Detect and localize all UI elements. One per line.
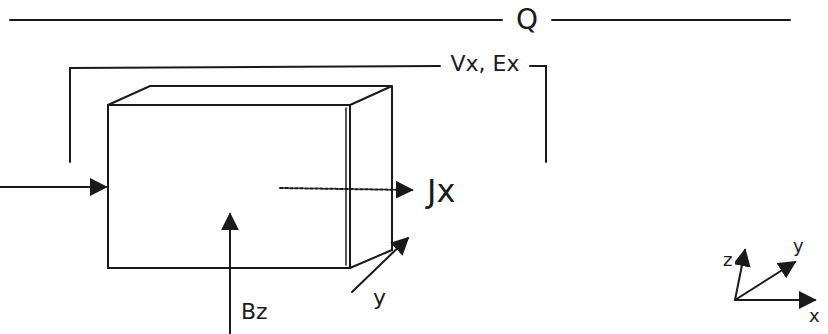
current-in-arrow bbox=[0, 186, 106, 188]
axis-label: y bbox=[790, 236, 807, 256]
charge-label: Q bbox=[513, 5, 541, 36]
axis-label: x bbox=[806, 306, 823, 326]
slab-top bbox=[108, 86, 392, 105]
field-label: Bz bbox=[238, 300, 271, 324]
top-line bbox=[552, 19, 790, 21]
current-out-arrow bbox=[280, 188, 412, 190]
current-density-label: Jx bbox=[424, 174, 458, 209]
x-axis bbox=[735, 299, 815, 301]
slab-side bbox=[350, 86, 392, 268]
top-line bbox=[10, 19, 502, 21]
y-axis bbox=[735, 262, 795, 300]
voltage-bracket bbox=[70, 66, 546, 162]
voltage-label: Vx, Ex bbox=[448, 52, 523, 76]
axis-label: z bbox=[720, 250, 735, 270]
field-arrow bbox=[229, 214, 231, 334]
dimension-label: y bbox=[370, 286, 389, 310]
slab-edge bbox=[345, 108, 347, 265]
z-axis bbox=[735, 250, 745, 300]
dimension-arrow bbox=[352, 238, 408, 292]
